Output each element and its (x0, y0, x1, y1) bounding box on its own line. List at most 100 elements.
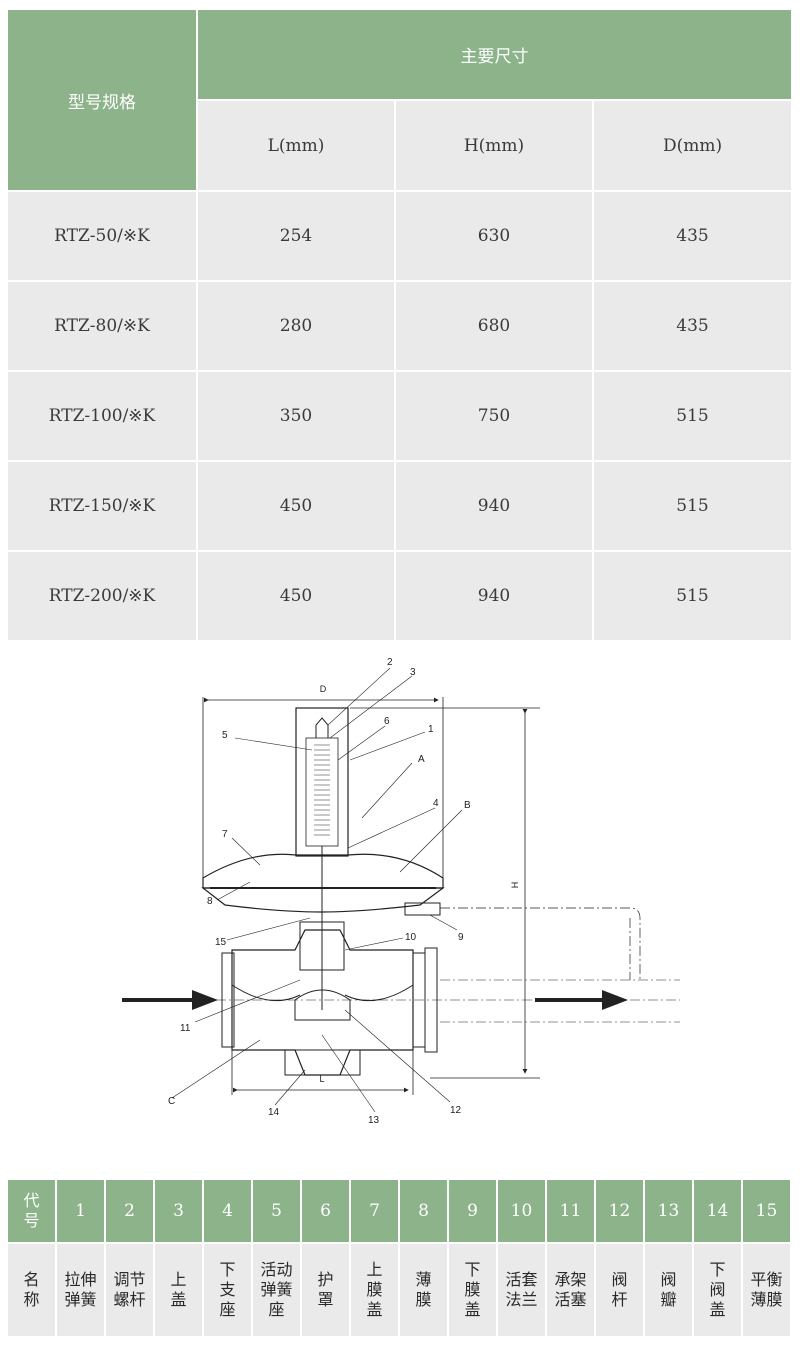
signal-port (404, 902, 441, 916)
adjusting-screw (315, 717, 329, 738)
parts-name-row: 名 称 拉伸 弹簧 调节 螺杆 上 盖 下 支 座 活动 弹簧 座 护 罩 上 … (6, 1242, 792, 1338)
code-cell: 7 (349, 1178, 400, 1244)
tension-spring (314, 744, 330, 836)
code-cell: 11 (545, 1178, 596, 1244)
model-cell: RTZ-50/※K (6, 190, 198, 282)
code-cell: 15 (741, 1178, 792, 1244)
d-cell: 435 (591, 280, 794, 372)
h-label: H (510, 882, 520, 889)
parts-code-row: 代 号 1 2 3 4 5 6 7 8 9 10 11 12 13 14 15 (6, 1178, 792, 1244)
d-label: D (320, 684, 327, 694)
model-header: 型号规格 (6, 8, 198, 192)
callout-7: 7 (222, 829, 228, 840)
h-cell: 630 (394, 190, 594, 282)
callout-13: 13 (368, 1115, 380, 1126)
column-header-d: D(mm) (591, 99, 794, 192)
callout-leaders (171, 667, 463, 1113)
piston-holder (299, 921, 345, 971)
parts-table: 代 号 1 2 3 4 5 6 7 8 9 10 11 12 13 14 15 … (6, 1178, 792, 1338)
h-cell: 940 (394, 550, 594, 642)
callout-15: 15 (215, 937, 227, 948)
model-cell: RTZ-150/※K (6, 460, 198, 552)
table-row: RTZ-200/※K 450 940 515 (6, 550, 794, 642)
part-name-cell: 下 膜 盖 (447, 1242, 498, 1338)
part-name-cell: 平衡 薄膜 (741, 1242, 792, 1338)
code-cell: 10 (496, 1178, 547, 1244)
table-row: RTZ-150/※K 450 940 515 (6, 460, 794, 552)
h-cell: 680 (394, 280, 594, 372)
part-name-cell: 下 阀 盖 (692, 1242, 743, 1338)
part-name-cell: 下 支 座 (202, 1242, 253, 1338)
table-row: RTZ-50/※K 254 630 435 (6, 190, 794, 282)
callout-labels: 1 2 3 4 5 6 7 8 9 10 11 12 13 14 15 A B … (168, 657, 471, 1126)
code-cell: 5 (251, 1178, 302, 1244)
code-cell: 4 (202, 1178, 253, 1244)
code-cell: 1 (55, 1178, 106, 1244)
h-cell: 940 (394, 460, 594, 552)
part-name-cell: 承架 活塞 (545, 1242, 596, 1338)
part-name-cell: 护 罩 (300, 1242, 351, 1338)
callout-c: C (168, 1096, 175, 1107)
callout-3: 3 (410, 667, 416, 678)
code-cell: 6 (300, 1178, 351, 1244)
valve-disc (294, 989, 351, 1021)
l-cell: 450 (196, 550, 396, 642)
lower-valve-cover (284, 1049, 361, 1076)
l-cell: 254 (196, 190, 396, 282)
model-cell: RTZ-200/※K (6, 550, 198, 642)
code-cell: 14 (692, 1178, 743, 1244)
lower-diaphragm-cover (201, 887, 445, 913)
l-cell: 280 (196, 280, 396, 372)
part-name-cell: 活套 法兰 (496, 1242, 547, 1338)
l-cell: 350 (196, 370, 396, 462)
code-cell: 13 (643, 1178, 694, 1244)
table-row: RTZ-80/※K 280 680 435 (6, 280, 794, 372)
callout-14: 14 (268, 1107, 280, 1118)
l-label: L (319, 1074, 324, 1084)
code-cell: 12 (594, 1178, 645, 1244)
code-cell: 9 (447, 1178, 498, 1244)
part-name-cell: 上 盖 (153, 1242, 204, 1338)
callout-a: A (418, 754, 425, 765)
code-cell: 2 (104, 1178, 155, 1244)
name-header: 名 称 (6, 1242, 57, 1338)
d-cell: 435 (591, 190, 794, 282)
d-cell: 515 (591, 370, 794, 462)
callout-2: 2 (387, 657, 393, 668)
part-name-cell: 薄 膜 (398, 1242, 449, 1338)
model-cell: RTZ-100/※K (6, 370, 198, 462)
callout-10: 10 (405, 932, 417, 943)
code-cell: 3 (153, 1178, 204, 1244)
callout-6: 6 (384, 716, 390, 727)
column-header-l: L(mm) (196, 99, 396, 192)
part-name-cell: 活动 弹簧 座 (251, 1242, 302, 1338)
code-header: 代 号 (6, 1178, 57, 1244)
callout-9: 9 (458, 932, 464, 943)
part-name-cell: 上 膜 盖 (349, 1242, 400, 1338)
main-dimensions-header: 主要尺寸 (195, 8, 794, 101)
code-cell: 8 (398, 1178, 449, 1244)
d-cell: 515 (591, 550, 794, 642)
inlet-flow-arrow (122, 990, 218, 1010)
table-row: RTZ-100/※K 350 750 515 (6, 370, 794, 462)
callout-b: B (464, 800, 471, 811)
l-cell: 450 (196, 460, 396, 552)
part-name-cell: 阀 瓣 (643, 1242, 694, 1338)
column-header-h: H(mm) (394, 99, 594, 192)
callout-5: 5 (222, 730, 228, 741)
part-name-cell: 阀 杆 (594, 1242, 645, 1338)
valve-seat-curves (231, 984, 414, 1002)
outlet-flow-arrow (535, 990, 628, 1010)
dimension-table: 型号规格 主要尺寸 L(mm) H(mm) D(mm) RTZ-50/※K 25… (6, 8, 794, 642)
part-name-cell: 调节 螺杆 (104, 1242, 155, 1338)
callout-1: 1 (428, 724, 434, 735)
model-cell: RTZ-80/※K (6, 280, 198, 372)
d-cell: 515 (591, 460, 794, 552)
callout-4: 4 (433, 798, 439, 809)
callout-8: 8 (207, 896, 213, 907)
h-cell: 750 (394, 370, 594, 462)
callout-12: 12 (450, 1105, 462, 1116)
part-name-cell: 拉伸 弹簧 (55, 1242, 106, 1338)
regulator-cross-section-drawing: D H L (122, 657, 680, 1126)
callout-11: 11 (180, 1023, 191, 1034)
